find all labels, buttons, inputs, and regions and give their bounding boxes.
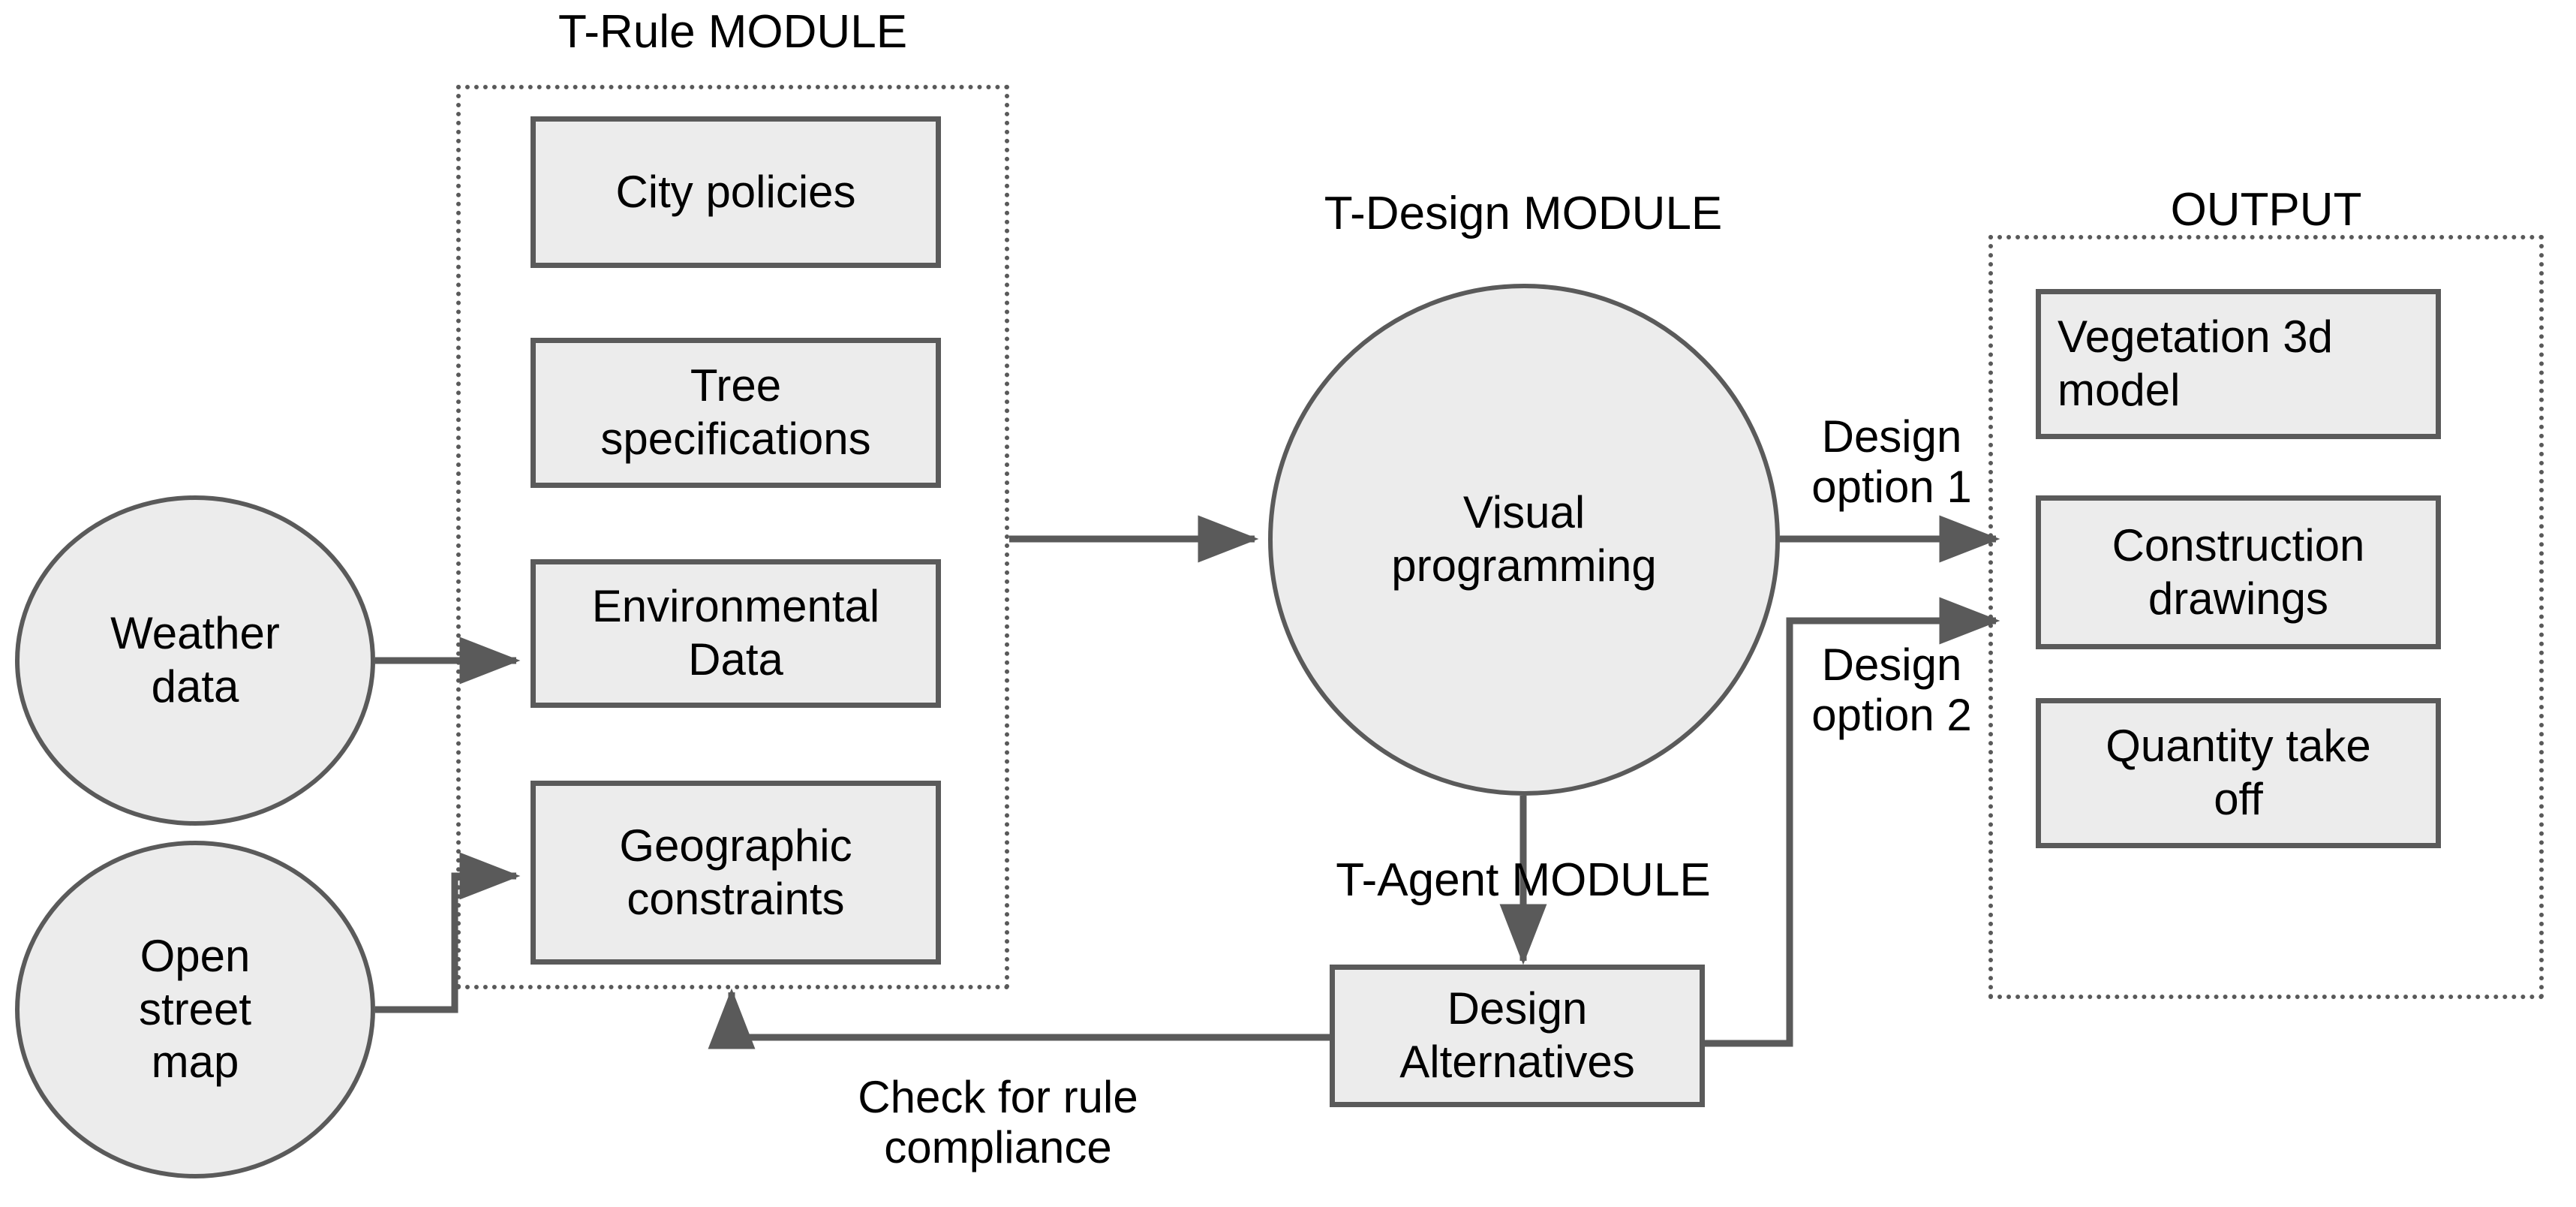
node-environmental-data-label: Environmental Data: [591, 581, 880, 685]
node-quantity-take-off-label: Quantity take off: [2106, 721, 2371, 824]
node-construction-drawings[interactable]: Construction drawings: [2036, 495, 2441, 649]
node-open-street-map-label: Open street map: [138, 930, 252, 1088]
module-frame-t-rule: [456, 85, 1009, 989]
module-title-output: OUTPUT: [2170, 184, 2362, 236]
edge-label-design-option-2: Design option 2: [1811, 640, 1972, 741]
node-visual-programming[interactable]: Visual programming: [1268, 284, 1780, 796]
module-frame-output: [1988, 235, 2544, 999]
module-title-t-rule: T-Rule MODULE: [558, 6, 908, 58]
node-visual-programming-label: Visual programming: [1391, 487, 1657, 591]
node-quantity-take-off[interactable]: Quantity take off: [2036, 698, 2441, 848]
node-weather-data-label: Weather data: [110, 608, 280, 712]
node-design-alternatives-label: Design Alternatives: [1399, 983, 1635, 1087]
node-tree-specifications[interactable]: Tree specifications: [531, 338, 941, 488]
module-title-t-design: T-Design MODULE: [1324, 188, 1723, 239]
node-construction-drawings-label: Construction drawings: [2112, 519, 2365, 624]
node-tree-specifications-label: Tree specifications: [600, 360, 871, 464]
node-geographic-constraints-label: Geographic constraints: [619, 820, 852, 924]
node-design-alternatives[interactable]: Design Alternatives: [1330, 965, 1705, 1107]
module-title-t-agent: T-Agent MODULE: [1336, 854, 1711, 906]
node-geographic-constraints[interactable]: Geographic constraints: [531, 781, 941, 965]
node-environmental-data[interactable]: Environmental Data: [531, 559, 941, 708]
node-vegetation-3d-model[interactable]: Vegetation 3d model: [2036, 289, 2441, 439]
node-open-street-map[interactable]: Open street map: [15, 841, 375, 1178]
edge-label-design-option-1: Design option 1: [1811, 411, 1972, 513]
edge-label-check-for-rule-compliance: Check for rule compliance: [858, 1072, 1138, 1173]
node-city-policies-label: City policies: [615, 166, 856, 217]
node-city-policies[interactable]: City policies: [531, 116, 941, 268]
node-weather-data[interactable]: Weather data: [15, 495, 375, 826]
edge-check-for-rule-compliance: [708, 988, 1330, 1049]
node-vegetation-3d-model-label: Vegetation 3d model: [2057, 312, 2334, 415]
